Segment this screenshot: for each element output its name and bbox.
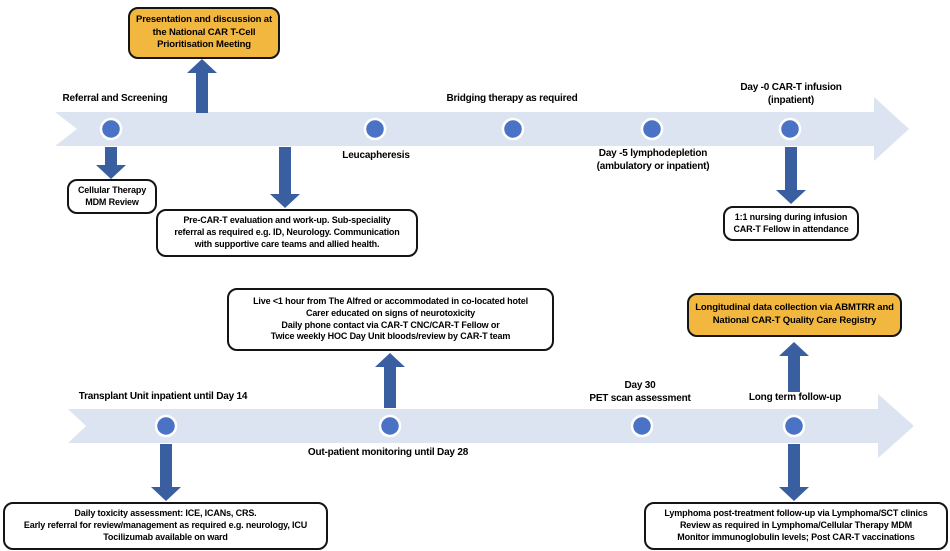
milestone-label-infusion: Day -0 CAR-T infusion (inpatient) — [740, 82, 842, 106]
callout-mdm-review: Cellular Therapy MDM Review — [67, 179, 157, 214]
callout-prioritisation-meeting: Presentation and discussion at the Natio… — [128, 7, 280, 59]
callout-post-treatment-followup: Lymphoma post-treatment follow-up via Ly… — [644, 502, 948, 550]
milestone-dot-outpatient — [378, 414, 402, 438]
milestone-label-bridging: Bridging therapy as required — [446, 93, 578, 104]
milestone-dot-lymphodepletion — [640, 117, 664, 141]
milestone-label-transplant-unit: Transplant Unit inpatient until Day 14 — [78, 391, 248, 402]
callout-outpatient-requirements: Live <1 hour from The Alfred or accommod… — [227, 288, 554, 351]
milestone-dot-referral — [99, 117, 123, 141]
callout-infusion-nursing: 1:1 nursing during infusion CAR-T Fellow… — [723, 206, 859, 241]
connector-arrow-up-meeting — [187, 59, 217, 113]
callout-data-registry: Longitudinal data collection via ABMTRR … — [687, 293, 902, 337]
milestone-label-day30: Day 30 PET scan assessment — [589, 380, 691, 404]
milestone-label-leucapheresis: Leucapheresis — [342, 150, 410, 161]
connector-arrow-down-mdm — [96, 147, 126, 179]
connector-arrow-up-outpatient — [375, 353, 405, 408]
connector-arrow-down-followup — [779, 444, 809, 501]
connector-arrow-down-precart — [270, 147, 300, 208]
milestone-dot-bridging — [501, 117, 525, 141]
milestone-label-referral: Referral and Screening — [62, 93, 168, 104]
milestone-label-lymphodepletion: Day -5 lymphodepletion (ambulatory or in… — [596, 148, 710, 172]
milestone-dot-longterm — [782, 414, 806, 438]
milestone-label-longterm: Long term follow-up — [748, 392, 842, 403]
milestone-dot-transplant-unit — [154, 414, 178, 438]
milestone-dot-leucapheresis — [363, 117, 387, 141]
connector-arrow-down-nursing — [776, 147, 806, 204]
milestone-dot-day30 — [630, 414, 654, 438]
milestone-dot-infusion — [778, 117, 802, 141]
connector-arrow-down-toxicity — [151, 444, 181, 501]
callout-toxicity-assessment: Daily toxicity assessment: ICE, ICANs, C… — [3, 502, 328, 550]
milestone-label-outpatient: Out-patient monitoring until Day 28 — [307, 447, 469, 458]
connector-arrow-up-registry — [779, 342, 809, 392]
timeline-band-bottom — [68, 394, 914, 458]
callout-pre-cart-workup: Pre-CAR-T evaluation and work-up. Sub-sp… — [156, 209, 418, 257]
timeline-band-top — [55, 97, 909, 161]
